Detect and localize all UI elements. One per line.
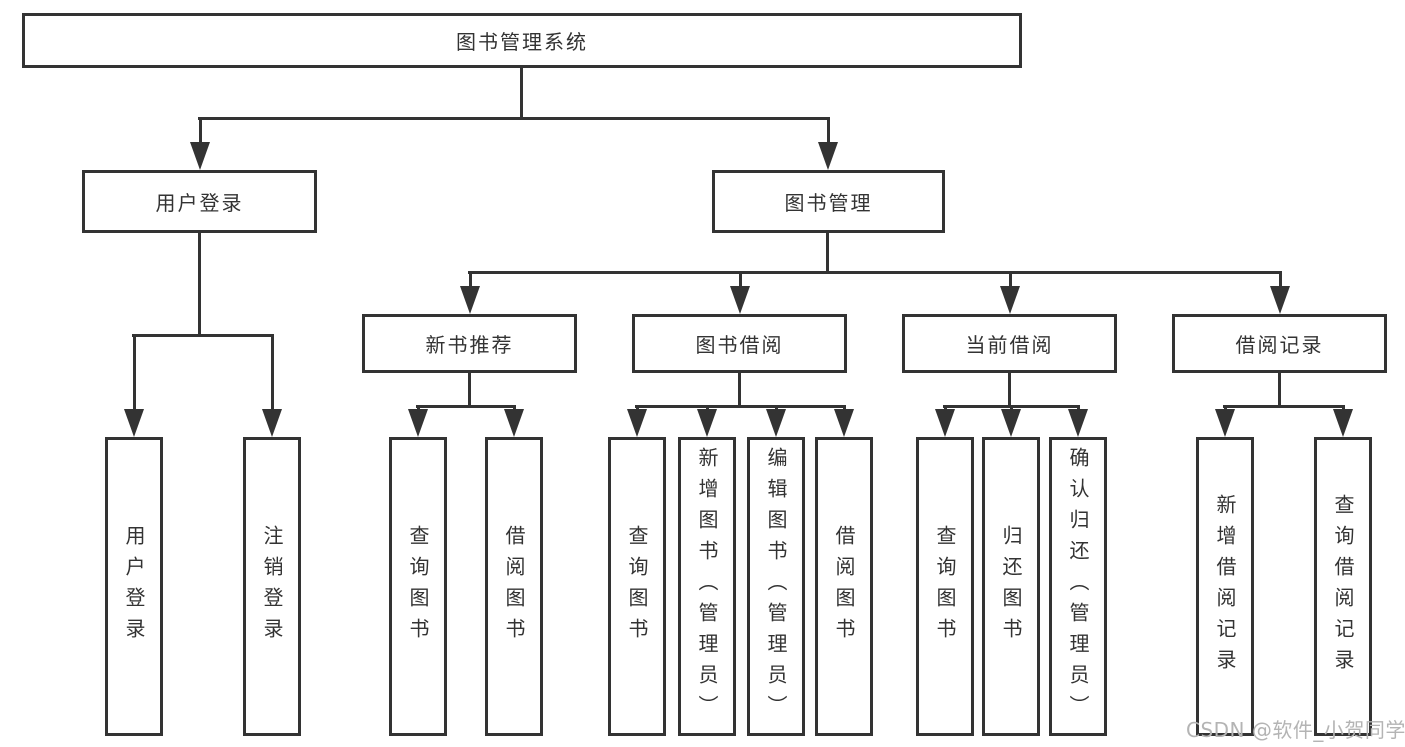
node-book-borrow: 图书借阅 (632, 314, 847, 373)
arrow-to-current-borrow (1000, 271, 1020, 314)
leaf-query-borrow-record: 查询借阅记录 (1314, 437, 1372, 736)
arrowhead-icon (504, 409, 524, 437)
node-user-login-label: 用户登录 (155, 191, 244, 215)
arrow-leaf (504, 405, 524, 437)
arrowhead-icon (408, 409, 428, 437)
leaf-query-books-3: 查询图书 (916, 437, 974, 736)
leaf-query-books-2-label: 查询图书 (625, 524, 649, 649)
arrowhead-icon (1270, 286, 1290, 314)
connector-book-borrow-trunk (738, 373, 741, 408)
node-book-borrow-label: 图书借阅 (695, 333, 784, 357)
node-root: 图书管理系统 (22, 13, 1022, 68)
leaf-edit-book-admin-label: 编辑图书（管理员） (764, 447, 788, 726)
arrowhead-icon (1068, 409, 1088, 437)
leaf-borrow-books-2-label: 借阅图书 (832, 524, 856, 649)
arrow-to-borrow-record (1270, 271, 1290, 314)
arrow-to-book-management (818, 117, 838, 170)
arrowhead-icon (190, 142, 210, 170)
arrow-to-book-borrow (730, 271, 750, 314)
arrowhead-icon (460, 286, 480, 314)
arrow-leaf (935, 405, 955, 437)
connector-current-borrow-trunk (1008, 373, 1011, 408)
arrowhead-icon (1215, 409, 1235, 437)
connector-borrow-record-rail (1223, 405, 1345, 408)
leaf-borrow-books-2: 借阅图书 (815, 437, 873, 736)
leaf-borrow-books-1-label: 借阅图书 (502, 524, 526, 649)
leaf-edit-book-admin: 编辑图书（管理员） (747, 437, 805, 736)
connector-new-book-recommend-rail (416, 405, 516, 408)
leaf-query-borrow-record-label: 查询借阅记录 (1331, 493, 1355, 680)
arrow-leaf (834, 405, 854, 437)
node-user-login: 用户登录 (82, 170, 317, 233)
node-borrow-record: 借阅记录 (1172, 314, 1387, 373)
leaf-confirm-return-admin-label: 确认归还（管理员） (1066, 447, 1090, 726)
arrow-to-new-book-recommend (460, 271, 480, 314)
leaf-add-book-admin-label: 新增图书（管理员） (695, 447, 719, 726)
arrowhead-icon (627, 409, 647, 437)
leaf-user-login-label: 用户登录 (122, 524, 146, 649)
arrow-leaf (1001, 405, 1021, 437)
arrow-leaf (1333, 405, 1353, 437)
leaf-confirm-return-admin: 确认归还（管理员） (1049, 437, 1107, 736)
arrowhead-icon (766, 409, 786, 437)
arrowhead-icon (1000, 286, 1020, 314)
arrow-to-leaf-logout (262, 334, 282, 437)
arrowhead-icon (1001, 409, 1021, 437)
arrow-to-leaf-user-login (124, 334, 144, 437)
leaf-query-books-1: 查询图书 (389, 437, 447, 736)
arrowhead-icon (262, 409, 282, 437)
leaf-return-book: 归还图书 (982, 437, 1040, 736)
csdn-watermark: CSDN @软件_小贺同学 (1186, 718, 1405, 742)
arrowhead-icon (818, 142, 838, 170)
arrow-to-user-login (190, 117, 210, 170)
arrow-leaf (697, 405, 717, 437)
node-current-borrow: 当前借阅 (902, 314, 1117, 373)
leaf-query-books-2: 查询图书 (608, 437, 666, 736)
arrow-leaf (766, 405, 786, 437)
node-new-book-recommend-label: 新书推荐 (425, 333, 514, 357)
leaf-user-login: 用户登录 (105, 437, 163, 736)
connector-level2-rail (198, 117, 830, 120)
arrowhead-icon (124, 409, 144, 437)
arrowhead-icon (1333, 409, 1353, 437)
leaf-logout: 注销登录 (243, 437, 301, 736)
connector-book-management-trunk (826, 233, 829, 274)
arrowhead-icon (730, 286, 750, 314)
connector-book-borrow-rail (635, 405, 846, 408)
arrow-leaf (1068, 405, 1088, 437)
arrow-leaf (408, 405, 428, 437)
arrowhead-icon (834, 409, 854, 437)
leaf-return-book-label: 归还图书 (999, 524, 1023, 649)
connector-user-login-rail (132, 334, 274, 337)
arrowhead-icon (697, 409, 717, 437)
arrowhead-icon (935, 409, 955, 437)
arrow-leaf (1215, 405, 1235, 437)
node-borrow-record-label: 借阅记录 (1235, 333, 1324, 357)
connector-new-book-recommend-trunk (468, 373, 471, 408)
node-book-management-label: 图书管理 (784, 191, 873, 215)
connector-root-trunk (520, 68, 523, 120)
arrow-leaf (627, 405, 647, 437)
leaf-borrow-books-1: 借阅图书 (485, 437, 543, 736)
node-new-book-recommend: 新书推荐 (362, 314, 577, 373)
node-book-management: 图书管理 (712, 170, 945, 233)
connector-borrow-record-trunk (1278, 373, 1281, 408)
leaf-query-books-3-label: 查询图书 (933, 524, 957, 649)
node-current-borrow-label: 当前借阅 (965, 333, 1054, 357)
connector-level3-rail (468, 271, 1282, 274)
leaf-add-borrow-record-label: 新增借阅记录 (1213, 493, 1237, 680)
connector-user-login-trunk (198, 233, 201, 337)
leaf-add-book-admin: 新增图书（管理员） (678, 437, 736, 736)
leaf-logout-label: 注销登录 (260, 524, 284, 649)
node-root-label: 图书管理系统 (456, 30, 588, 54)
leaf-add-borrow-record: 新增借阅记录 (1196, 437, 1254, 736)
leaf-query-books-1-label: 查询图书 (406, 524, 430, 649)
